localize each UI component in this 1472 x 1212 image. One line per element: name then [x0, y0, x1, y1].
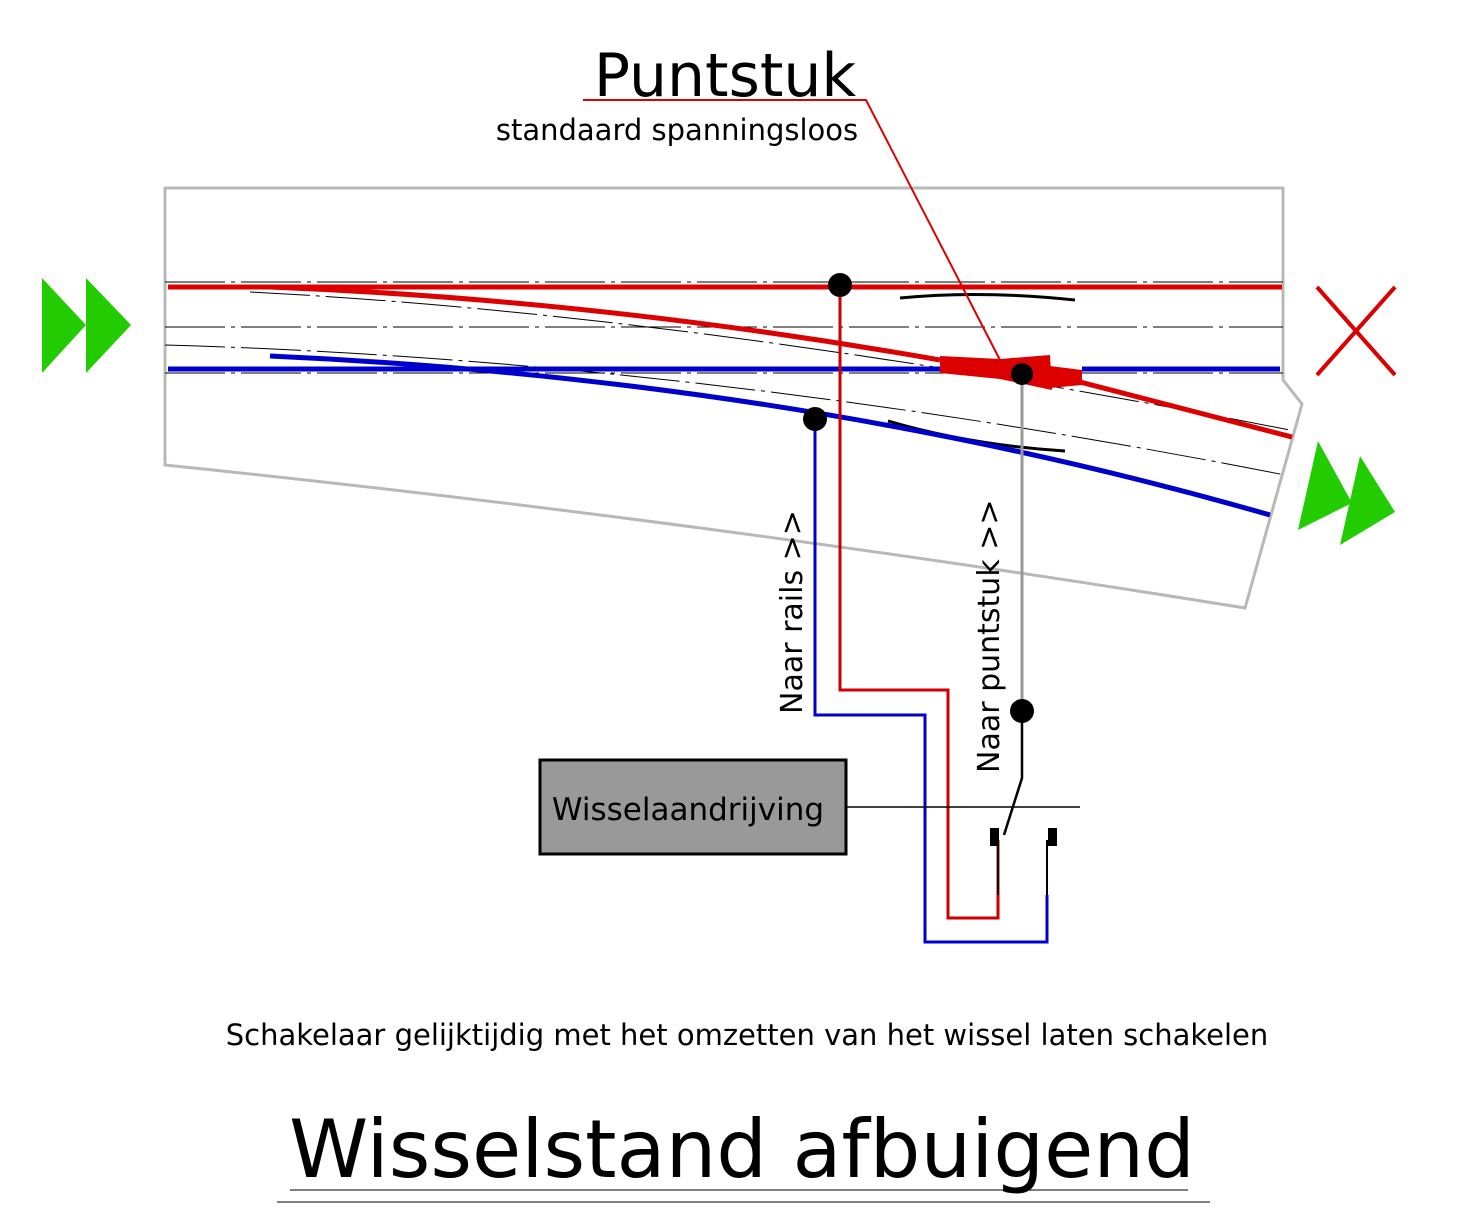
connection-dot-straight-rail: [828, 273, 852, 297]
switch-blade: [1002, 711, 1024, 836]
wing-rail-top: [899, 292, 1076, 302]
label-to-frog: Naar puntstuk >>: [972, 499, 1007, 773]
double-arrow-right-icon: [42, 278, 131, 373]
switch-contact-right: [1048, 828, 1057, 846]
red-x-icon: [1315, 285, 1397, 377]
double-arrow-right-icon: [1298, 441, 1395, 545]
connection-dot-curved-rail: [803, 407, 827, 431]
blue-wire: [813, 419, 1049, 944]
connection-dot-frog: [1011, 363, 1033, 385]
motor-label: Wisselaandrijving: [552, 792, 824, 828]
frog-subtitle: standaard spanningsloos: [496, 113, 858, 147]
connection-dot-switch: [1010, 699, 1034, 723]
frog-leader-line: [583, 99, 1001, 361]
motor-box: [538, 758, 848, 856]
blue-curved-rail: [269, 353, 1271, 518]
wing-rail-bottom: [887, 419, 1066, 453]
caption: Schakelaar gelijktijdig met het omzetten…: [226, 1018, 1269, 1052]
label-to-rails: Naar rails >>: [775, 510, 810, 714]
frog-tip: [1050, 366, 1082, 388]
red-wire: [838, 285, 1000, 920]
switch-contact-left: [990, 828, 999, 846]
red-curved-rail-exit: [1079, 379, 1293, 440]
page-title: Wisselstand afbuigend: [289, 1103, 1195, 1196]
red-curved-rail: [269, 284, 941, 363]
board-outline: [163, 186, 1304, 610]
frog-block: [940, 355, 1052, 390]
centerlines: [164, 281, 1291, 476]
